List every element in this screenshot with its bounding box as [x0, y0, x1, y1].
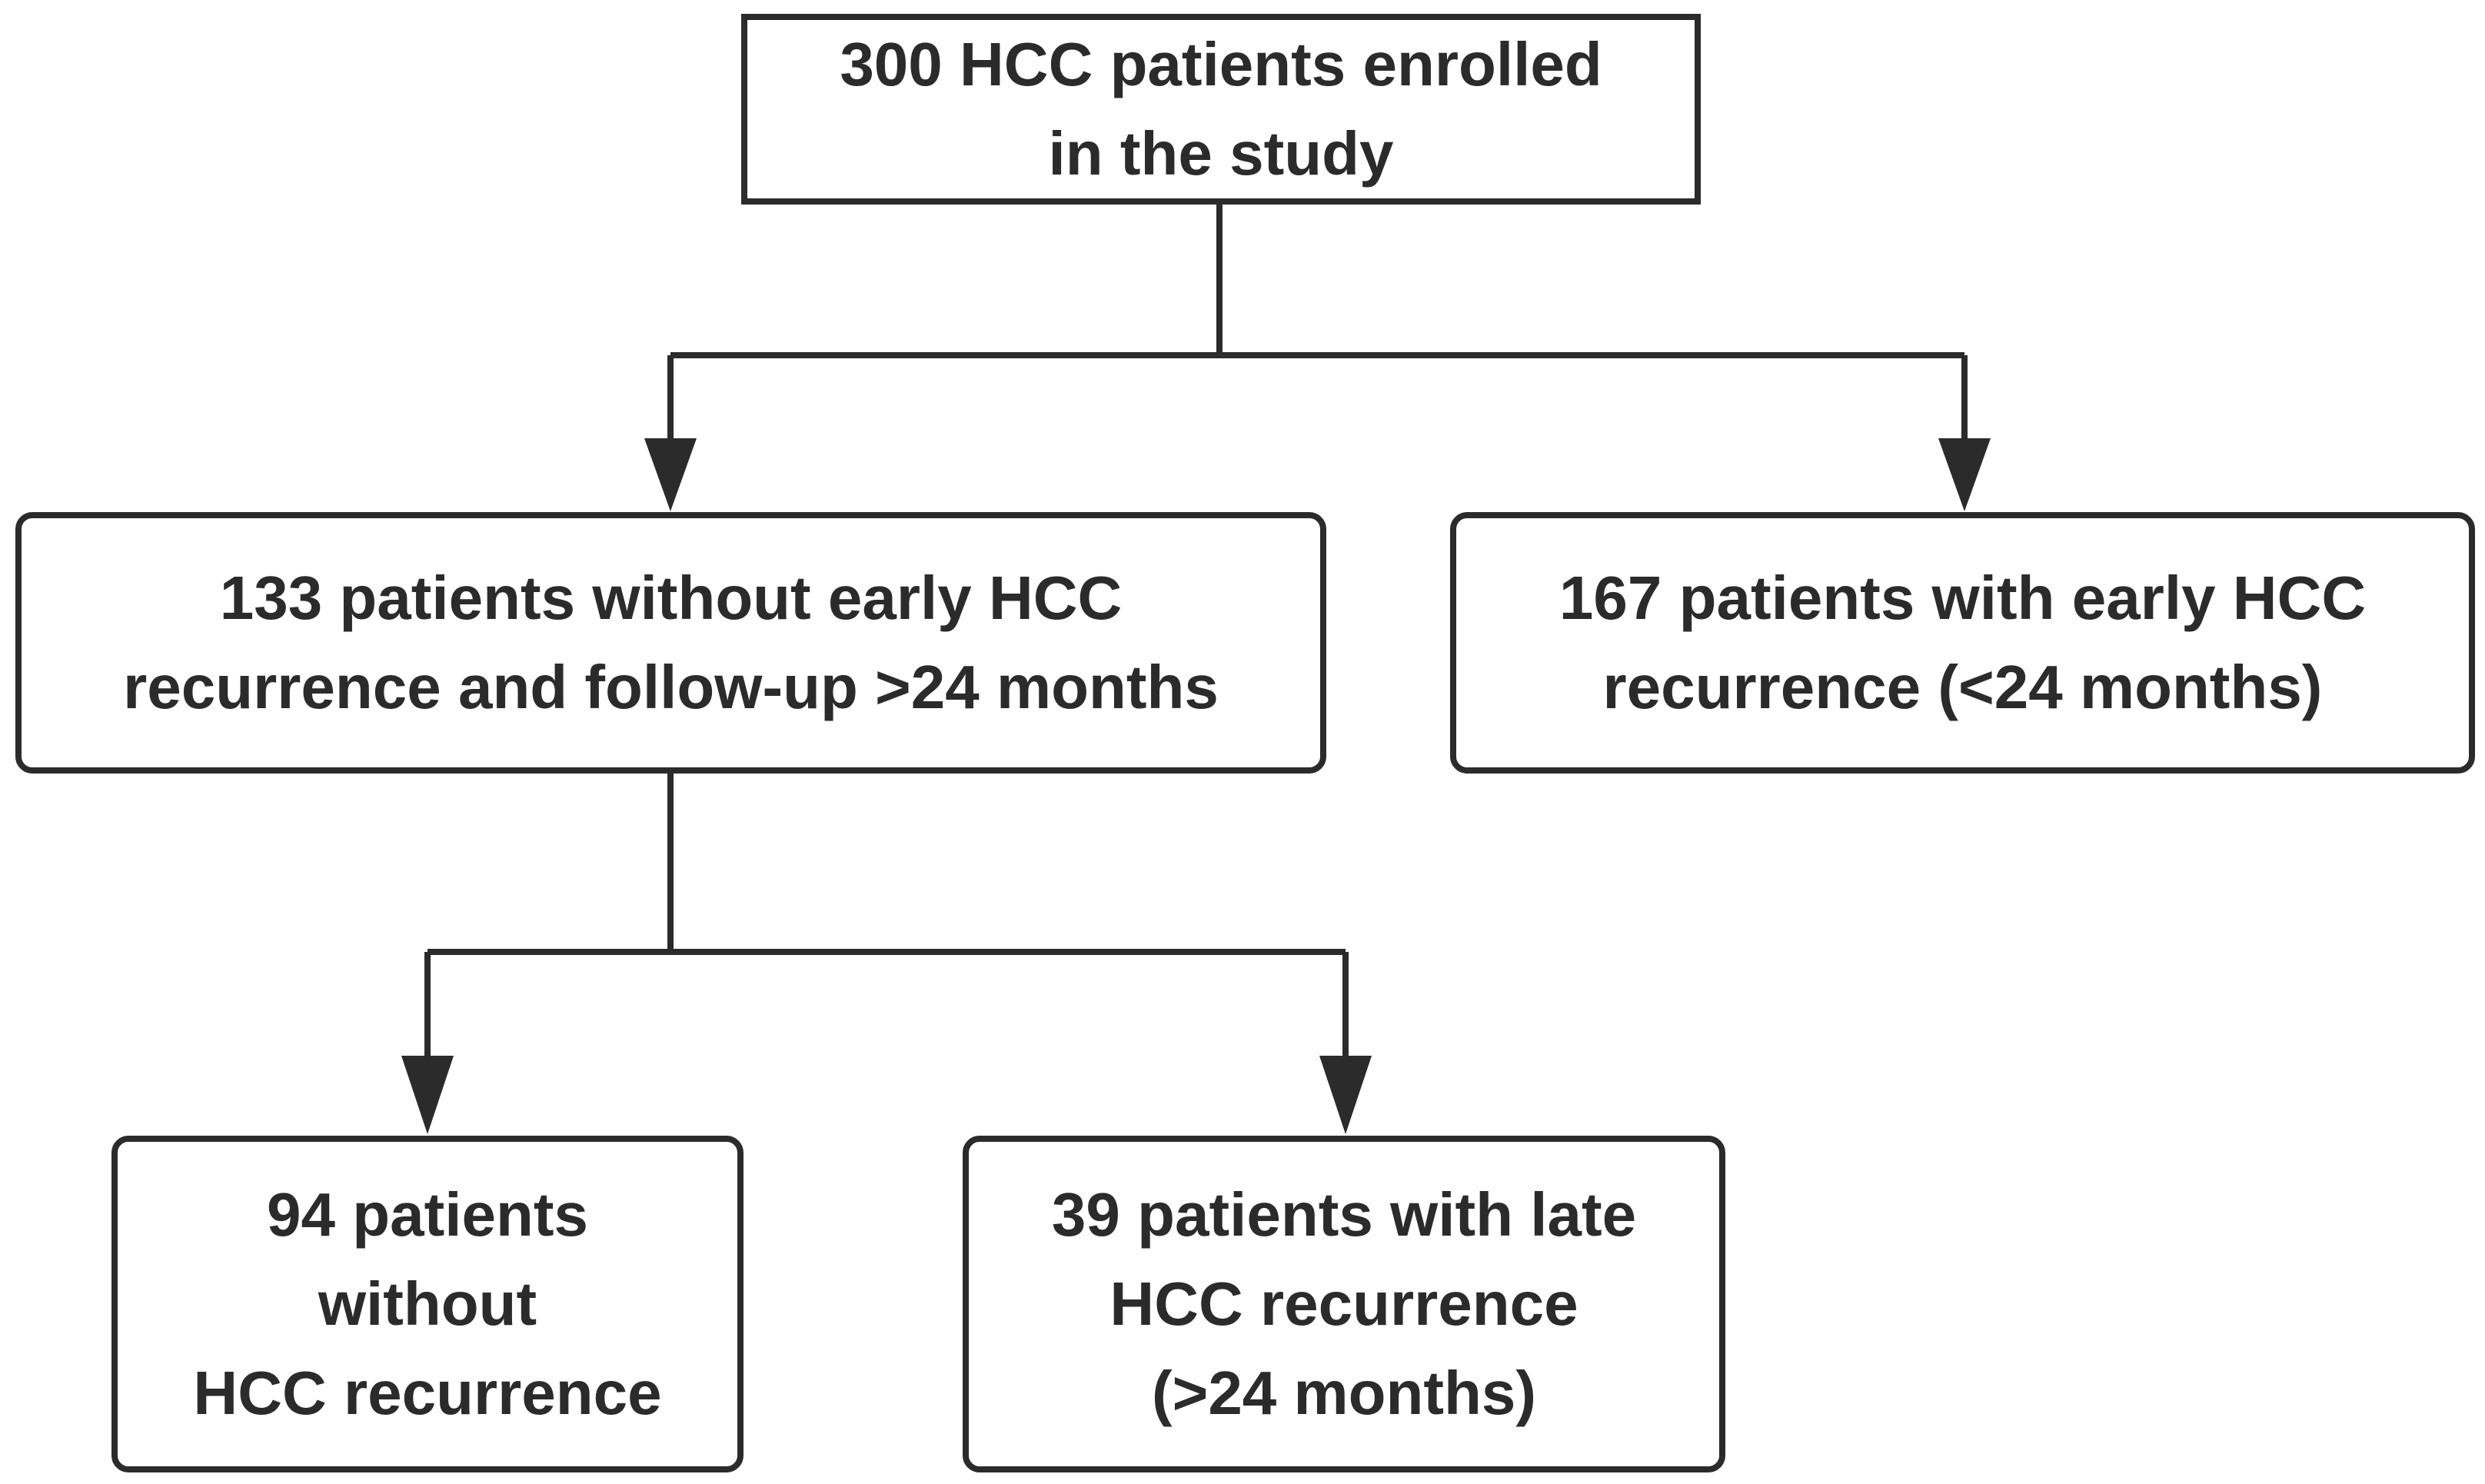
node-enrolled-line-2: in the study: [1048, 119, 1394, 188]
node-with-early-line-1: 167 patients with early HCC: [1559, 564, 2367, 632]
arrowhead-to-without-early: [644, 438, 697, 511]
node-with-early-line-2: recurrence (<24 months): [1602, 653, 2323, 721]
node-enrolled: 300 HCC patients enrolled in the study: [741, 14, 1701, 205]
arrowhead-to-late-recurrence: [1319, 1056, 1372, 1134]
node-late-recurrence-line-1: 39 patients with late: [1051, 1180, 1637, 1249]
node-late-recurrence-line-2: HCC recurrence: [1109, 1269, 1578, 1338]
node-late-recurrence: 39 patients with late HCC recurrence (>2…: [963, 1136, 1725, 1472]
node-with-early-recurrence: 167 patients with early HCC recurrence (…: [1450, 512, 2475, 774]
node-no-recurrence-line-2: without: [318, 1269, 537, 1338]
node-without-early-recurrence: 133 patients without early HCC recurrenc…: [15, 512, 1326, 774]
node-no-recurrence-line-1: 94 patients: [267, 1180, 588, 1249]
node-without-early-line-1: 133 patients without early HCC: [219, 564, 1123, 632]
node-late-recurrence-line-3: (>24 months): [1151, 1359, 1537, 1427]
node-no-recurrence: 94 patients without HCC recurrence: [111, 1136, 744, 1472]
arrowhead-to-no-recurrence: [401, 1056, 454, 1134]
arrowhead-to-with-early: [1938, 438, 1991, 511]
node-enrolled-line-1: 300 HCC patients enrolled: [840, 30, 1602, 98]
node-without-early-line-2: recurrence and follow-up >24 months: [123, 653, 1219, 721]
node-no-recurrence-line-3: HCC recurrence: [193, 1359, 662, 1427]
